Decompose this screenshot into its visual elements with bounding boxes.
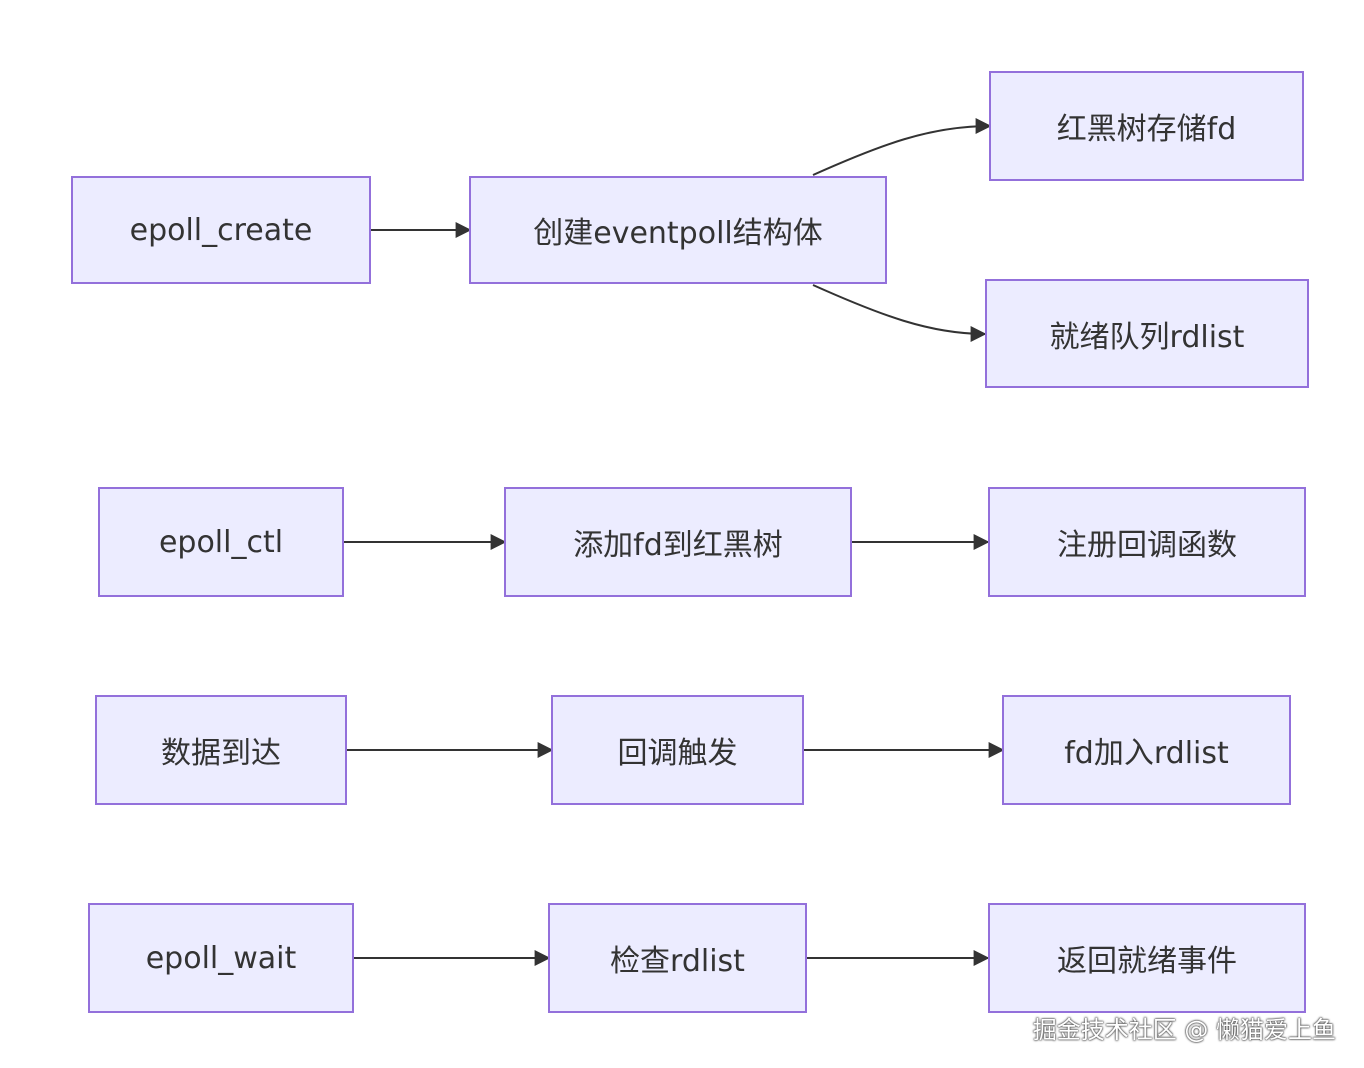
node-label: fd加入rdlist: [1064, 736, 1229, 771]
node-label: 就绪队列rdlist: [1049, 319, 1245, 355]
node-return-events: 返回就绪事件: [988, 903, 1306, 1013]
node-label: 检查rdlist: [610, 944, 745, 979]
node-label: 添加fd到红黑树: [573, 528, 783, 563]
node-epoll-create: epoll_create: [71, 176, 371, 284]
node-callback-trigger: 回调触发: [551, 695, 804, 805]
node-data-arrive: 数据到达: [95, 695, 347, 805]
node-label: epoll_wait: [145, 940, 297, 976]
node-label: 回调触发: [617, 736, 738, 771]
node-ready-list: 就绪队列rdlist: [985, 279, 1309, 388]
node-label: 数据到达: [161, 736, 281, 771]
node-register-callback: 注册回调函数: [988, 487, 1306, 597]
node-add-fd: 添加fd到红黑树: [504, 487, 852, 597]
node-label: epoll_create: [129, 212, 313, 248]
node-epoll-ctl: epoll_ctl: [98, 487, 344, 597]
node-label: 创建eventpoll结构体: [533, 216, 823, 251]
watermark: 掘金技术社区 @ 懒猫爱上鱼: [1032, 1016, 1336, 1044]
edge-create-eventpoll-to-ready-list: [812, 284, 987, 342]
node-label: 返回就绪事件: [1057, 944, 1237, 979]
node-rbtree-store: 红黑树存储fd: [989, 71, 1304, 181]
node-label: epoll_ctl: [158, 524, 284, 560]
node-fd-join: fd加入rdlist: [1002, 695, 1291, 805]
node-label: 注册回调函数: [1057, 528, 1237, 563]
edge-create-eventpoll-to-rbtree-store: [812, 118, 992, 176]
node-create-eventpoll: 创建eventpoll结构体: [469, 176, 887, 284]
node-epoll-wait: epoll_wait: [88, 903, 354, 1013]
node-label: 红黑树存储fd: [1056, 112, 1237, 147]
node-check-rdlist: 检查rdlist: [548, 903, 807, 1013]
